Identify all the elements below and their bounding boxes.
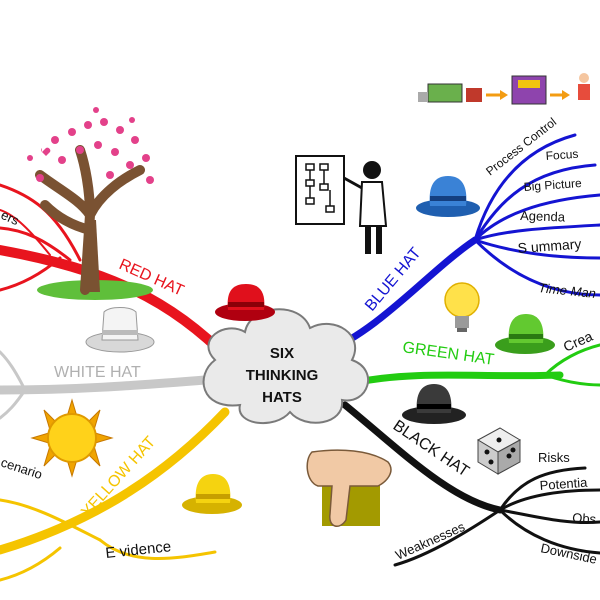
black-sub-0: Risks: [538, 450, 570, 465]
green-hat-icon: [495, 314, 555, 354]
center-title-line3: HATS: [262, 389, 302, 406]
blue-sub-3: Agenda: [520, 208, 566, 225]
white-branch: [0, 350, 210, 420]
dice-icon: [476, 427, 522, 475]
black-sub-1: Potentia: [539, 475, 588, 493]
black-sub-3: Downside: [539, 540, 598, 567]
process-flow-icon: [418, 73, 590, 105]
red-sub-0: ers: [0, 207, 22, 228]
blue-sub-4: S ummary: [517, 236, 582, 256]
black-sub-2: Obs: [572, 510, 597, 527]
center-title-line2: THINKING: [246, 367, 319, 384]
green-sub-0: Crea: [561, 328, 595, 355]
blue-sub-5: Time Man: [538, 280, 597, 301]
yellow-branch: [0, 407, 230, 582]
black-branch: [341, 401, 600, 567]
tree-icon: [27, 107, 154, 300]
lightbulb-icon: [444, 282, 480, 332]
center-cloud: SIX THINKING HATS: [202, 308, 370, 425]
yellow-sub-0: cenario: [0, 455, 44, 482]
center-title-line1: SIX: [270, 345, 294, 362]
black-hat-icon: [402, 384, 466, 424]
yellow-sub-1: E vidence: [105, 538, 172, 562]
sun-icon: [30, 398, 114, 478]
green-branch: [354, 343, 600, 387]
green-hat-label: GREEN HAT: [401, 339, 495, 369]
white-hat-label: WHITE HAT: [54, 364, 141, 381]
blue-sub-1: Focus: [545, 147, 579, 163]
black-sub-4: Weaknesses: [393, 519, 467, 563]
white-hat-icon: [85, 307, 155, 353]
thumbs-down-icon: [306, 449, 392, 527]
blue-sub-2: Big Picture: [523, 176, 582, 194]
red-hat-icon: [215, 284, 275, 321]
presenter-icon: [295, 155, 388, 254]
yellow-hat-icon: [182, 474, 242, 514]
blue-hat-icon: [416, 176, 480, 217]
